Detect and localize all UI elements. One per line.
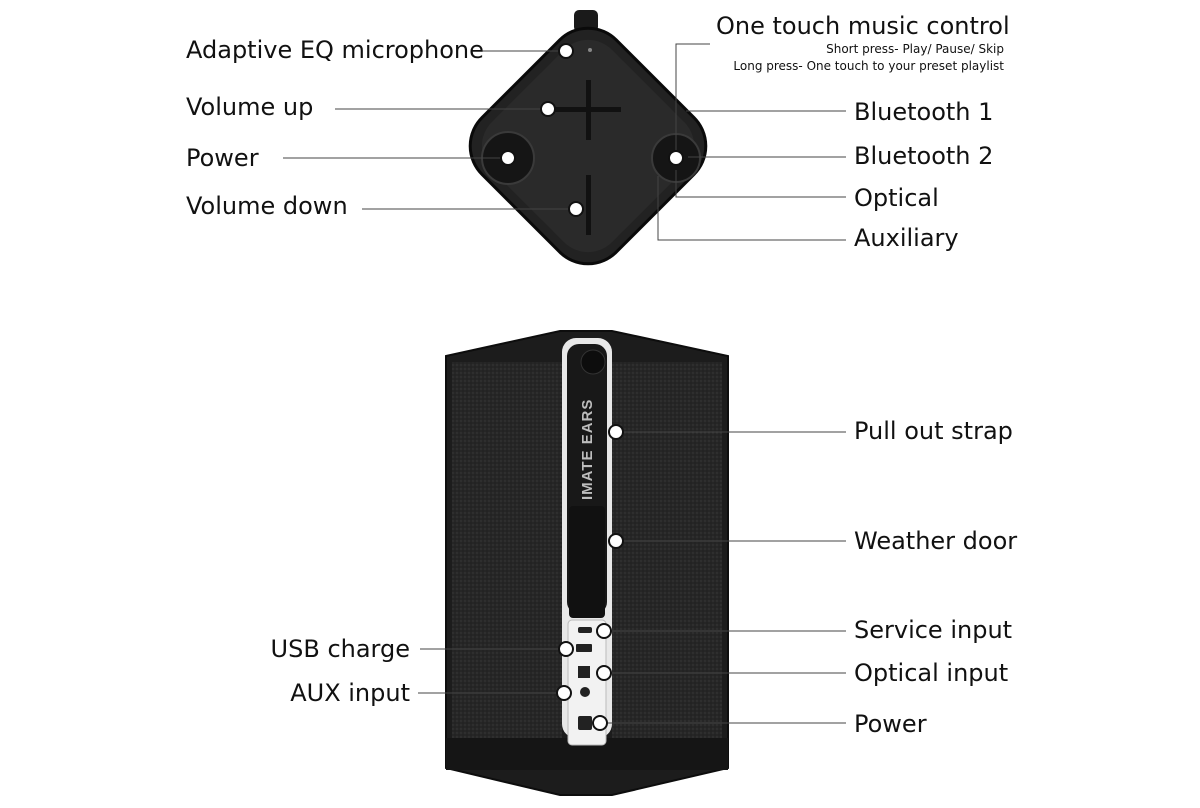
label-bluetooth-1: Bluetooth 1	[854, 98, 994, 126]
aux-port[interactable]	[580, 687, 590, 697]
leader-optical	[675, 170, 846, 198]
marker-aux-in	[556, 685, 572, 701]
marker-music-control	[668, 150, 684, 166]
fabric-left	[452, 362, 562, 738]
marker-strap	[608, 424, 624, 440]
label-bluetooth-2: Bluetooth 2	[854, 142, 994, 170]
usb-port[interactable]	[576, 644, 592, 652]
marker-vol-down	[568, 201, 584, 217]
marker-mic	[558, 43, 574, 59]
label-volume-down: Volume down	[186, 192, 348, 220]
top-view	[283, 10, 846, 266]
label-service-input: Service input	[854, 616, 1013, 644]
power-port[interactable]	[578, 716, 592, 730]
label-usb-charge: USB charge	[270, 635, 410, 663]
marker-power	[500, 150, 516, 166]
speaker-top-inner	[481, 39, 695, 253]
marker-service	[596, 623, 612, 639]
label-weather-door: Weather door	[854, 527, 1018, 555]
marker-door	[608, 533, 624, 549]
leader-music-control	[675, 43, 710, 158]
minus-icon[interactable]	[586, 175, 591, 235]
marker-usb	[558, 641, 574, 657]
label-music-short-press: Short press- Play/ Pause/ Skip	[826, 42, 1004, 56]
optical-port[interactable]	[578, 666, 590, 678]
strap-brand-text: IMATE EARS	[579, 399, 596, 500]
top-connector-nub	[574, 10, 598, 32]
label-volume-up: Volume up	[186, 93, 314, 121]
label-optical: Optical	[854, 184, 939, 212]
fabric-right	[612, 362, 722, 738]
label-auxiliary: Auxiliary	[854, 224, 959, 252]
plus-icon-vertical	[586, 80, 591, 140]
leader-aux	[657, 176, 846, 241]
marker-side-power	[592, 715, 608, 731]
label-pull-out-strap: Pull out strap	[854, 417, 1013, 445]
mic-hole	[588, 48, 592, 52]
strap-knob	[580, 349, 606, 375]
label-aux-input: AUX input	[290, 679, 410, 707]
marker-vol-up	[540, 101, 556, 117]
label-adaptive-eq-mic: Adaptive EQ microphone	[186, 36, 484, 64]
weather-door[interactable]	[569, 506, 605, 618]
side-view: IMATE EARS	[418, 330, 846, 796]
label-music-long-press: Long press- One touch to your preset pla…	[733, 59, 1004, 73]
marker-optical-in	[596, 665, 612, 681]
label-power-side: Power	[854, 710, 927, 738]
label-power-top: Power	[186, 144, 259, 172]
service-port[interactable]	[578, 627, 592, 633]
label-music-control: One touch music control	[716, 12, 1010, 40]
label-optical-input: Optical input	[854, 659, 1009, 687]
